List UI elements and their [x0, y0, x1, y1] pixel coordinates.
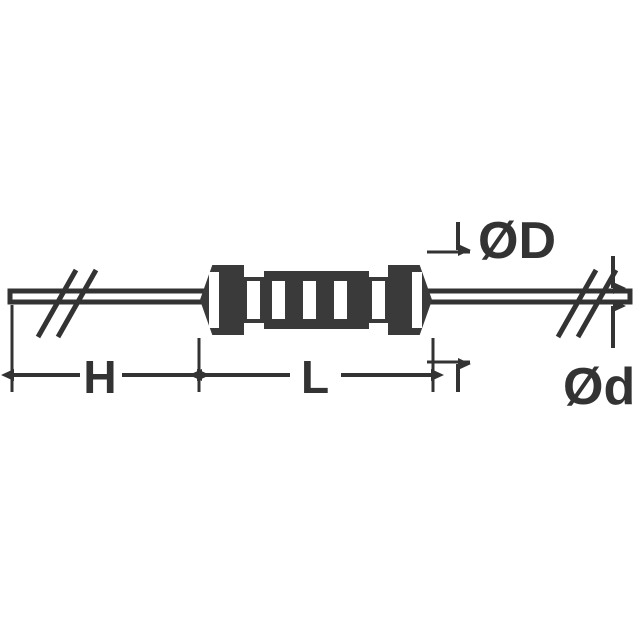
left-lead-break-slash-1 [35, 268, 79, 339]
lead-break-symbols [35, 268, 619, 339]
dimension-H: H [1, 351, 210, 403]
resistor-body [199, 265, 433, 335]
body-gap-5 [372, 281, 385, 319]
body-gap-1 [247, 281, 260, 319]
body-gap-4 [334, 281, 347, 319]
right-lead-break-slash-1 [555, 268, 599, 339]
dimension-OD: ØD [456, 212, 556, 392]
body-gap-2 [272, 281, 285, 319]
dimension-Od: Ød [563, 256, 635, 416]
left-lead-wire [7, 288, 213, 305]
body-gap-right-cap [412, 272, 422, 328]
dimension-OD-label: ØD [478, 212, 556, 270]
body-gap-left-cap [209, 272, 219, 328]
dimension-H-label: H [83, 351, 116, 403]
body-gap-3 [303, 281, 316, 319]
dimension-Od-label: Ød [563, 358, 635, 416]
band-gaps [209, 272, 422, 328]
left-lead-break-slash-2 [55, 268, 99, 339]
dimension-L: L [189, 351, 444, 403]
right-lead-break-slash-2 [575, 268, 619, 339]
dimension-L-label: L [301, 351, 329, 403]
